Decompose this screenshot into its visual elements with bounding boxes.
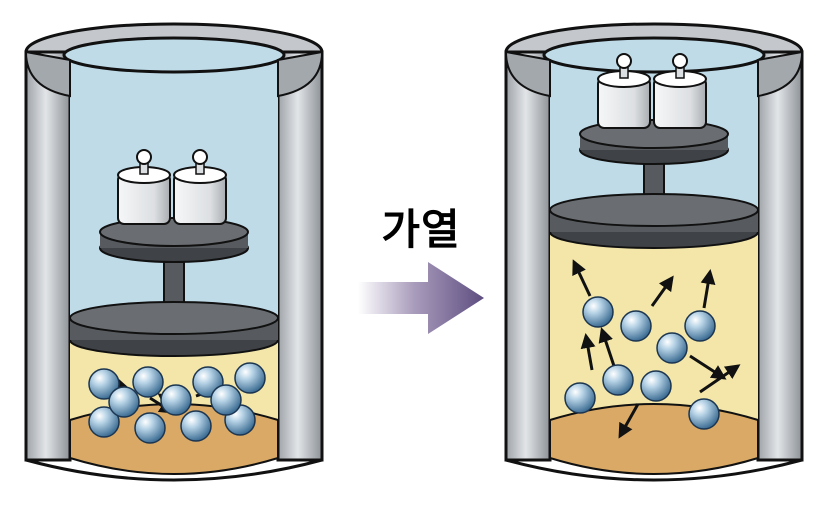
weight-right [653, 53, 707, 129]
cylinder-wall-right [756, 50, 804, 462]
molecule-motion-arrows [572, 259, 741, 439]
gas-molecule [640, 370, 672, 402]
gas-molecule [684, 310, 716, 342]
gas-molecule [234, 362, 266, 394]
rim-inner-right [277, 50, 324, 98]
cylinder-wall-left [24, 50, 72, 462]
gas-molecule [180, 410, 212, 442]
rim-inner-left [24, 50, 71, 98]
gas-molecule [88, 406, 120, 438]
gas-molecules-after [564, 296, 720, 430]
rim-inner-right [757, 50, 804, 98]
gas-molecule [160, 384, 192, 416]
gas-molecule [132, 366, 164, 398]
weight-left [597, 53, 651, 129]
piston [69, 261, 279, 357]
cylinder-after [504, 22, 804, 482]
weight-left [117, 149, 171, 225]
gas-molecule [88, 368, 120, 400]
gas-molecule [134, 412, 166, 444]
weight-right [173, 149, 227, 225]
cylinder-opening [62, 36, 286, 74]
gas-molecule [210, 384, 242, 416]
cylinder-base [25, 458, 323, 482]
gas-molecule [108, 386, 140, 418]
gas-molecules-before [88, 362, 266, 444]
cylinder-wall-right [276, 50, 324, 462]
gas-molecule [564, 382, 596, 414]
gas-molecule [620, 310, 652, 342]
piston [549, 159, 759, 249]
gas-molecule [656, 332, 688, 364]
cylinder-floor [549, 403, 759, 475]
gas-molecule [582, 296, 614, 328]
cylinder-before [24, 22, 324, 482]
rim-inner-left [504, 50, 551, 98]
process-arrow [358, 262, 484, 334]
gas-molecule [602, 364, 634, 396]
gas-molecule [688, 398, 720, 430]
cylinder-opening [542, 36, 766, 74]
cylinder-base [505, 458, 803, 482]
cylinder-wall-left [504, 50, 552, 462]
heating-label: 가열 [381, 205, 461, 254]
